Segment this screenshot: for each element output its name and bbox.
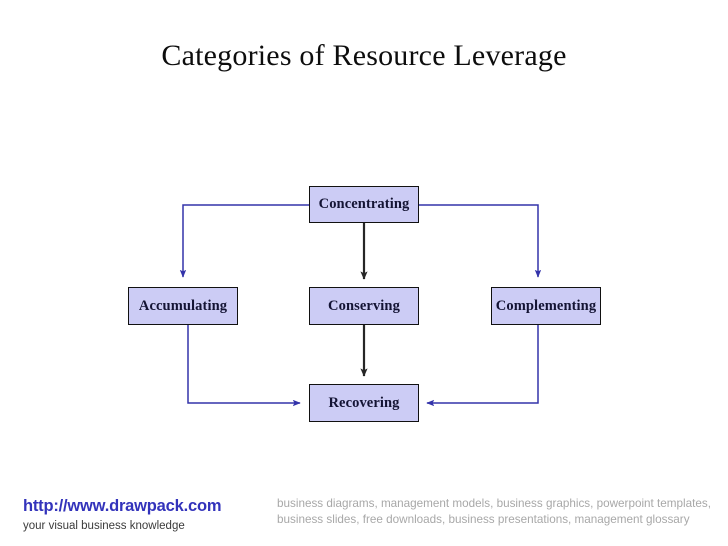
node-concentrating[interactable]: Concentrating (309, 186, 419, 223)
node-conserving-label: Conserving (328, 297, 400, 314)
connector-concentrating-to-accumulating (179, 204, 309, 278)
footer-tagline: your visual business knowledge (23, 520, 185, 532)
footer-website-link[interactable]: http://www.drawpack.com (23, 497, 222, 515)
node-complementing-label: Complementing (495, 297, 597, 314)
node-accumulating-label: Accumulating (138, 297, 228, 314)
slide-footer: http://www.drawpack.com your visual busi… (0, 488, 728, 546)
connector-accumulating-to-recovering (187, 325, 301, 407)
node-accumulating[interactable]: Accumulating (128, 287, 238, 325)
node-complementing[interactable]: Complementing (491, 287, 601, 325)
node-recovering-label: Recovering (328, 394, 400, 411)
connector-concentrating-to-complementing (419, 204, 542, 278)
page-title: Categories of Resource Leverage (161, 39, 567, 72)
footer-keywords: business diagrams, management models, bu… (277, 497, 711, 526)
node-recovering[interactable]: Recovering (309, 384, 419, 422)
resource-leverage-flow-diagram: Concentrating Accumulating Conserving Co… (128, 186, 601, 422)
connector-complementing-to-recovering (426, 325, 539, 407)
footer-brand: http://www.drawpack.com your visual busi… (23, 497, 273, 533)
node-concentrating-label: Concentrating (318, 196, 410, 212)
node-conserving[interactable]: Conserving (309, 287, 419, 325)
